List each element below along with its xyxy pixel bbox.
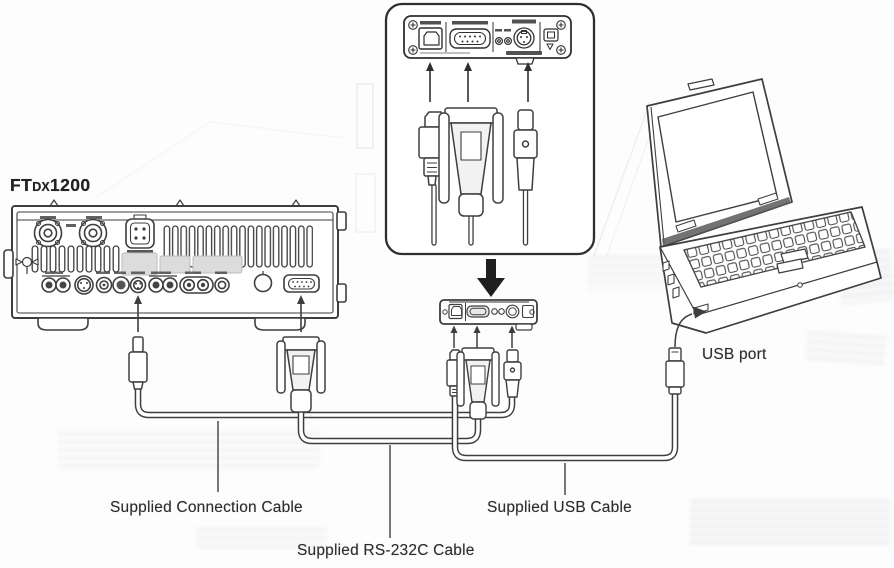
caption-connection-cable: Supplied Connection Cable xyxy=(110,499,303,516)
antenna-jack-2 xyxy=(78,218,108,248)
radio-mini-din-jack xyxy=(129,276,147,294)
scan-bleed-artifact xyxy=(196,524,326,552)
unit-port-arrows xyxy=(450,325,516,348)
db9-plug-radio-end xyxy=(276,336,326,413)
radio-model-label: FTDX1200 xyxy=(10,175,90,196)
usb-b-port-detail xyxy=(418,27,443,50)
interface-unit-drawing xyxy=(439,299,538,331)
caption-usb-cable: Supplied USB Cable xyxy=(487,499,632,516)
vent-slots-left xyxy=(30,245,120,274)
scan-bleed-artifact xyxy=(58,428,320,472)
jack-row xyxy=(41,271,320,295)
power-connector xyxy=(125,214,155,254)
scan-bleed-artifact xyxy=(690,496,890,546)
rs232-plug-detail xyxy=(438,107,504,217)
aux-port-detail xyxy=(543,28,559,50)
radio-rear-panel-drawing xyxy=(3,199,347,331)
caption-rs232c-cable: Supplied RS-232C Cable xyxy=(297,542,475,559)
model-prefix: FT xyxy=(10,175,33,195)
cables xyxy=(134,380,679,462)
rs232c-cable-line xyxy=(297,406,482,445)
inset-pointer-arrow xyxy=(477,259,505,297)
usb-plug-pointer-arrow xyxy=(674,306,707,348)
rs232-port-detail xyxy=(449,28,491,49)
caption-leader-lines xyxy=(217,421,566,538)
mini-din-plug-radio-end xyxy=(128,336,148,390)
radio-plugs xyxy=(128,336,326,413)
inset-detail-box xyxy=(384,2,596,256)
unit-plugs xyxy=(446,347,522,420)
laptop-touchpad xyxy=(776,248,809,288)
radio-db9-port xyxy=(283,274,320,293)
mini-din-plug-unit-end xyxy=(503,349,522,398)
interface-rear-panel-detail xyxy=(403,15,572,65)
laptop-drawing xyxy=(646,78,882,334)
ground-terminal xyxy=(15,256,39,274)
antenna-jack-1 xyxy=(33,218,63,248)
model-number: 1200 xyxy=(49,175,91,195)
inset-arrows xyxy=(426,62,532,102)
laptop-keyboard xyxy=(683,211,866,288)
audio-jacks-detail xyxy=(495,36,513,45)
model-dx: DX xyxy=(32,180,50,194)
mini-din-port-detail xyxy=(513,27,535,49)
caption-usb-port: USB port xyxy=(702,346,767,363)
connection-cable-line xyxy=(134,380,516,419)
radio-port-arrows xyxy=(134,295,305,332)
usb-cable-line xyxy=(451,388,679,462)
rear-panel-label-boxes xyxy=(121,252,243,276)
usb-a-plug-laptop-end xyxy=(665,347,685,395)
db9-plug-unit-end xyxy=(456,347,500,420)
mini-din-plug-detail xyxy=(513,109,538,191)
